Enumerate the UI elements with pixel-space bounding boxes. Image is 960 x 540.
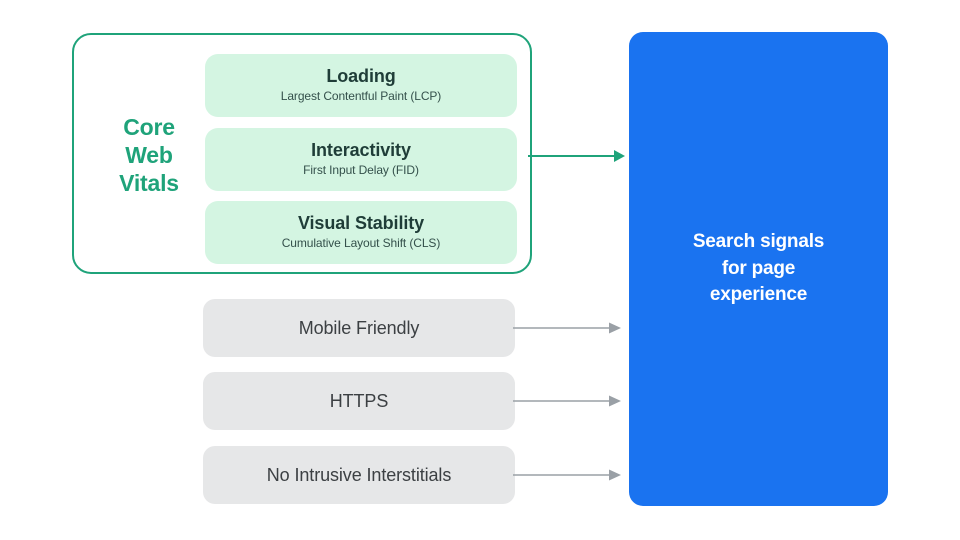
signal-box-https[interactable]: HTTPS — [203, 372, 515, 430]
core-web-vitals-label-line-3: Vitals — [119, 170, 179, 197]
outcome-panel-text: Search signals for page experience — [675, 229, 842, 310]
outcome-line-3: experience — [709, 284, 808, 306]
signal-box-no-intrusive-interstitials[interactable]: No Intrusive Interstitials — [203, 446, 515, 504]
arrow-right-gray-icon — [513, 395, 621, 407]
metric-subtitle: First Input Delay (FID) — [303, 163, 419, 178]
metric-title: Interactivity — [311, 140, 411, 161]
core-web-vitals-label-line-2: Web — [125, 142, 173, 169]
metric-title: Loading — [326, 66, 396, 87]
arrow-right-gray-icon — [513, 469, 621, 481]
outcome-line-1: Search signals — [692, 230, 825, 252]
signal-label: No Intrusive Interstitials — [266, 464, 452, 485]
metric-card-interactivity[interactable]: Interactivity First Input Delay (FID) — [205, 128, 517, 191]
outcome-line-2: for page — [721, 257, 796, 279]
metric-subtitle: Largest Contentful Paint (LCP) — [280, 89, 442, 104]
signal-label: HTTPS — [329, 390, 389, 411]
core-web-vitals-group: Core Web Vitals Loading Largest Contentf… — [72, 33, 532, 274]
arrow-right-gray-icon — [513, 322, 621, 334]
arrow-right-green-icon — [528, 150, 625, 162]
signal-box-mobile-friendly[interactable]: Mobile Friendly — [203, 299, 515, 357]
core-web-vitals-label: Core Web Vitals — [99, 113, 199, 197]
metric-subtitle: Cumulative Layout Shift (CLS) — [281, 236, 441, 251]
outcome-panel-search-signals[interactable]: Search signals for page experience — [629, 32, 888, 506]
metric-card-visual-stability[interactable]: Visual Stability Cumulative Layout Shift… — [205, 201, 517, 264]
signal-label: Mobile Friendly — [298, 317, 420, 338]
metric-card-loading[interactable]: Loading Largest Contentful Paint (LCP) — [205, 54, 517, 117]
metric-title: Visual Stability — [297, 213, 425, 234]
core-web-vitals-label-line-1: Core — [123, 114, 175, 140]
